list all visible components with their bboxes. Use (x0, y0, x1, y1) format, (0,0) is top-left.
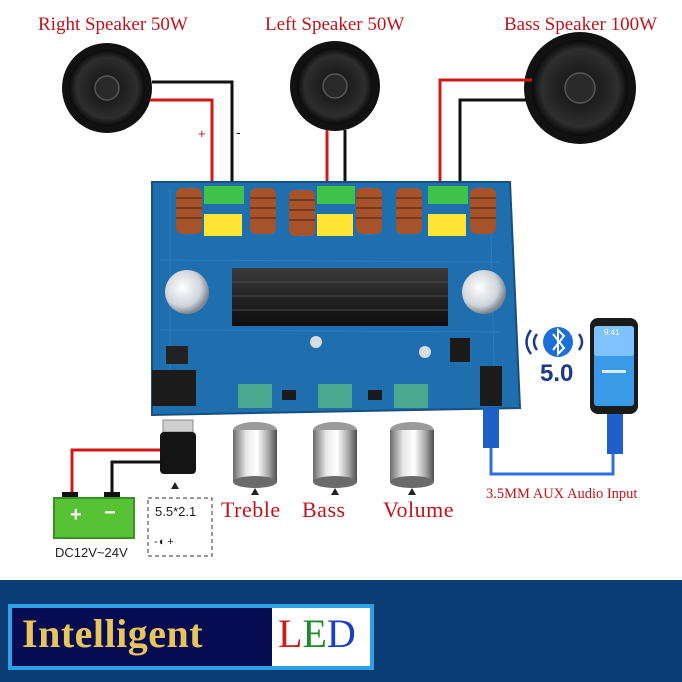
jack-spec-box (147, 497, 213, 557)
speaker-wires (150, 78, 532, 190)
phone-icon (590, 318, 638, 414)
brand-letter-d: D (326, 611, 356, 656)
aux-cable (483, 408, 623, 476)
bass-speaker-label: Bass Speaker 100W (504, 14, 658, 35)
capacitor-left (165, 270, 209, 314)
bass-label: Bass (302, 497, 346, 522)
aux-input-label: 3.5MM AUX Audio Input (486, 486, 638, 502)
logo-dark-panel (12, 608, 272, 666)
amplifier-board (151, 181, 522, 417)
board-power-jack (152, 370, 196, 406)
inductors (176, 188, 496, 236)
battery-minus: − (104, 502, 116, 524)
capacitor-right (462, 270, 506, 314)
voltage-label: DC12V~24V (55, 545, 128, 560)
power-plug-icon (160, 419, 196, 474)
bluetooth-icon (525, 327, 584, 357)
bass-knob (313, 422, 357, 488)
phone-time: 9:41 (604, 328, 620, 337)
jack-size-label: 5.5*2.1 (155, 504, 197, 519)
battery-plus: + (70, 504, 82, 526)
brand-letter-e: E (302, 611, 327, 656)
jack-polarity-label: -◖ + (154, 536, 174, 548)
battery-icon (53, 492, 135, 539)
treble-knob (233, 422, 277, 488)
amplifier-diagram (53, 32, 638, 557)
bass-speaker-icon (524, 32, 636, 144)
board-aux-jack (480, 366, 502, 406)
volume-knob (390, 422, 434, 488)
volume-label: Volume (383, 497, 455, 522)
brand-word-intelligent: Intelligent (22, 611, 204, 656)
plus-sign: + (198, 126, 206, 141)
left-speaker-icon (290, 41, 380, 131)
treble-label: Treble (221, 497, 281, 522)
minus-sign: - (236, 124, 241, 140)
brand-logo: Intelligent LED (8, 604, 374, 670)
brand-word-led: LED (278, 610, 356, 657)
brand-letter-l: L (278, 611, 303, 656)
power-wires (70, 448, 162, 496)
right-speaker-label: Right Speaker 50W (38, 14, 188, 35)
speaker-terminals (204, 186, 468, 236)
left-speaker-label: Left Speaker 50W (265, 14, 405, 35)
heatsink (232, 268, 448, 326)
bluetooth-version: 5.0 (540, 360, 574, 387)
right-speaker-icon (62, 43, 152, 133)
